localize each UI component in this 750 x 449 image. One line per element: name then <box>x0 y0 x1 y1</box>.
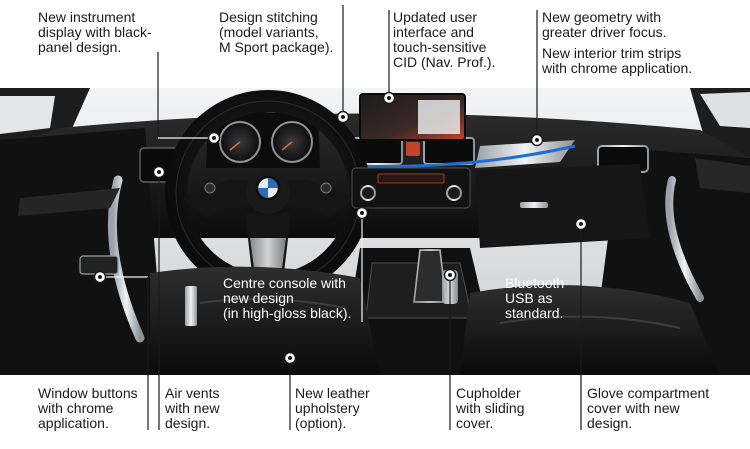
glove-compartment-handle <box>520 202 548 208</box>
right-door-handle-chrome <box>665 176 704 302</box>
label-centre-console: Centre console with new design (in high-… <box>223 275 352 321</box>
label-bluetooth-usb: Bluetooth USB as standard. <box>505 275 565 321</box>
steering-wheel-chrome-insert <box>250 238 286 268</box>
right-climate-knob <box>446 185 462 201</box>
callout-markers <box>93 91 588 365</box>
trim-blue-accent <box>344 144 576 169</box>
label-cupholder: Cupholder with sliding cover. <box>456 385 525 431</box>
left-side-mirror <box>0 96 55 134</box>
radio-display <box>377 173 445 184</box>
label-user-interface: Updated user interface and touch-sensiti… <box>393 9 496 70</box>
tachometer-needle <box>281 141 293 151</box>
label-design-stitching: Design stitching (model variants, M Spor… <box>219 9 334 55</box>
display-navigation-map <box>418 100 460 134</box>
label-air-vents: Air vents with new design. <box>165 385 220 431</box>
label-window-buttons: Window buttons with chrome application. <box>38 385 138 431</box>
passenger-seat <box>460 285 720 375</box>
hazard-button <box>406 142 420 156</box>
interior-photo <box>0 88 750 375</box>
label-new-geometry: New geometry with greater driver focus. <box>542 9 667 40</box>
label-leather-upholstery: New leather upholstery (option). <box>295 385 370 431</box>
left-door-panel <box>0 128 165 375</box>
speedometer-needle <box>229 141 241 151</box>
label-instrument-display: New instrument display with black- panel… <box>38 9 152 55</box>
label-trim-strips: New interior trim strips with chrome app… <box>542 45 693 76</box>
driver-seat <box>150 266 380 375</box>
pedal <box>185 286 197 326</box>
right-side-window <box>700 92 750 128</box>
left-climate-knob <box>360 185 376 201</box>
label-glove-compartment: Glove compartment cover with new design. <box>587 385 710 431</box>
glove-compartment <box>475 164 650 248</box>
interior-trim-strip <box>475 140 575 168</box>
right-door-pull <box>695 158 750 193</box>
left-door-armrest <box>18 188 120 216</box>
